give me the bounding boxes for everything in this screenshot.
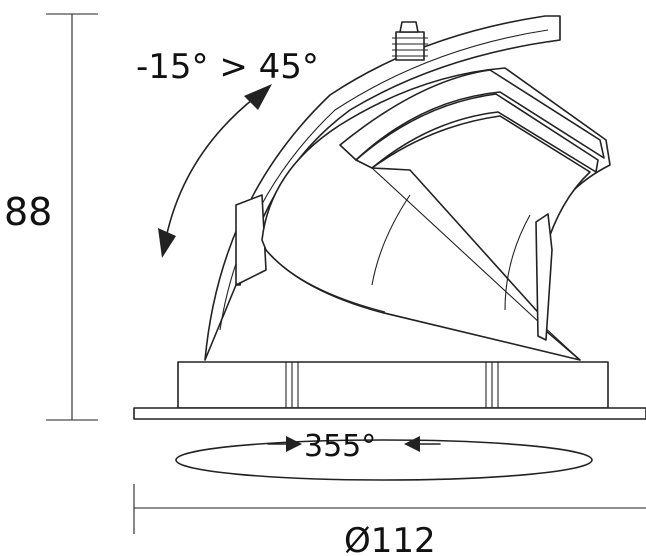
head-lower-curve xyxy=(265,249,386,313)
base-assembly xyxy=(133,361,646,420)
head-side-curve xyxy=(504,214,531,311)
rotation-arrows xyxy=(267,436,441,452)
rotation-ellipse xyxy=(175,439,593,481)
height-dimension: 88 xyxy=(4,13,98,421)
height-label: 88 xyxy=(4,190,52,234)
flange xyxy=(133,407,646,420)
rim-ring-outer xyxy=(339,69,605,161)
rotation-label: 355° xyxy=(304,429,376,464)
spring-clip xyxy=(392,21,428,61)
side-fin xyxy=(535,213,553,341)
tilt-arrowhead-top xyxy=(244,84,272,110)
base-ring xyxy=(177,361,609,409)
tilt-arc xyxy=(165,91,263,239)
diameter-dimension: Ø112 xyxy=(133,484,646,556)
rim-ring-inner xyxy=(355,93,599,173)
yoke-band xyxy=(235,194,267,286)
head-inner-curve xyxy=(371,194,411,286)
luminaire-body xyxy=(204,15,611,361)
yoke-end-cap xyxy=(545,15,561,43)
tilt-label: -15° > 45° xyxy=(136,47,319,87)
tilt-arrowhead-bottom xyxy=(158,228,176,258)
tilt-arc-arrow xyxy=(158,84,272,258)
diameter-label: Ø112 xyxy=(344,521,436,556)
